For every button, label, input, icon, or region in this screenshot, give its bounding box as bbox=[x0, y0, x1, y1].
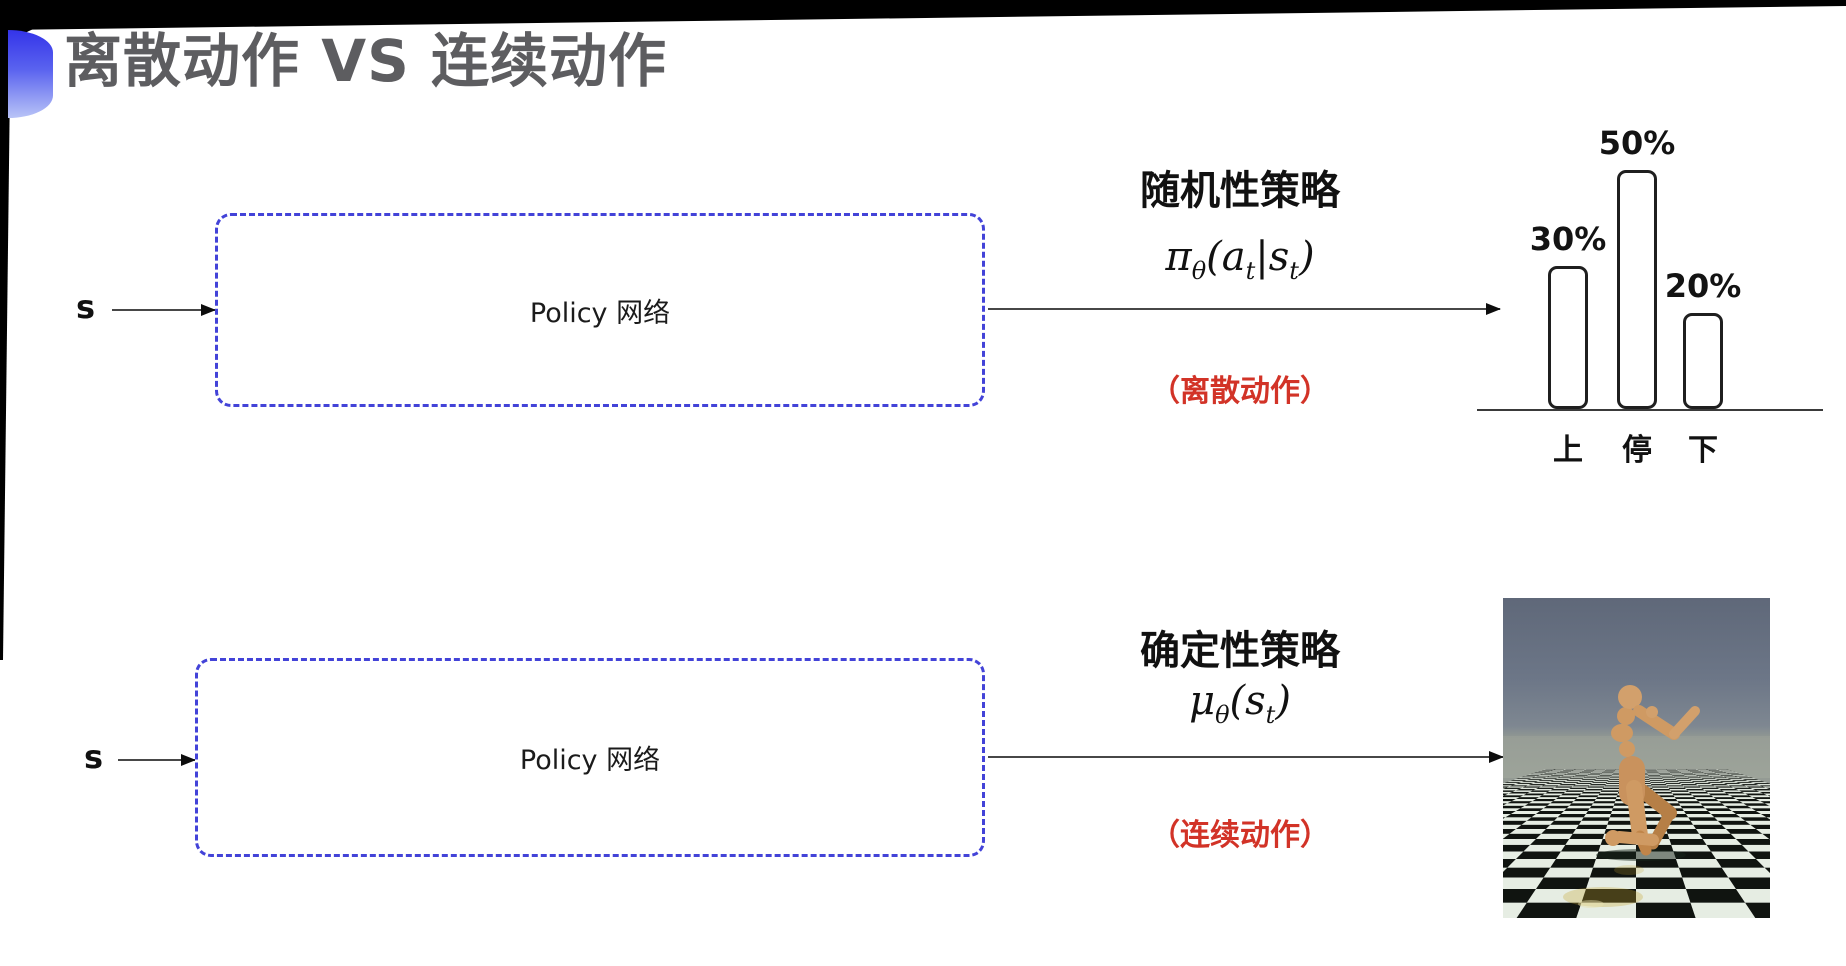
action-probability-chart: 30% 50% 20% 上 停 下 bbox=[1477, 118, 1823, 468]
formula-symbol: (a bbox=[1206, 234, 1246, 280]
head bbox=[1618, 685, 1642, 709]
forearm bbox=[1669, 706, 1700, 739]
formula-symbol: ) bbox=[1298, 234, 1315, 280]
bar-value-label: 50% bbox=[1598, 124, 1676, 162]
humanoid-simulation-image bbox=[1503, 598, 1770, 918]
frame-top-edge bbox=[0, 0, 1846, 30]
policy-type-label-top: 随机性策略 bbox=[1140, 168, 1340, 214]
formula-subscript: θ bbox=[1191, 257, 1207, 285]
policy-box-label-bottom: Policy 网络 bbox=[519, 745, 661, 776]
policy-box-label-top: Policy 网络 bbox=[529, 297, 671, 329]
bar-group-stop: 50% bbox=[1599, 124, 1675, 409]
mid-torso bbox=[1611, 724, 1633, 742]
formula-symbol: |s bbox=[1255, 234, 1290, 280]
bar-value-label: 30% bbox=[1529, 220, 1607, 258]
humanoid-simulation-render bbox=[1503, 685, 1770, 918]
floor-glint bbox=[1578, 900, 1604, 908]
bar-group-down: 20% bbox=[1665, 267, 1741, 409]
action-type-note-bottom: （连续动作） bbox=[1150, 818, 1330, 853]
bar-group-up: 30% bbox=[1530, 220, 1606, 409]
figure-shadow bbox=[1596, 849, 1686, 861]
front-calf bbox=[1613, 831, 1659, 846]
state-label-top: s bbox=[76, 288, 96, 326]
formula-subscript: t bbox=[1265, 701, 1276, 729]
foot bbox=[1605, 830, 1621, 846]
title-accent-icon bbox=[8, 30, 53, 118]
front-thigh bbox=[1626, 780, 1648, 844]
lower-torso bbox=[1619, 741, 1635, 757]
floor-reflection bbox=[1614, 865, 1644, 875]
formula-symbol: π bbox=[1165, 234, 1192, 280]
formula-subscript: t bbox=[1245, 257, 1256, 285]
bar bbox=[1548, 266, 1588, 409]
floor-reflection bbox=[1563, 887, 1643, 907]
formula-symbol: μ bbox=[1189, 678, 1216, 724]
bar bbox=[1617, 170, 1657, 409]
bar-category-label: 上 bbox=[1553, 433, 1583, 468]
output-arrow-bottom bbox=[988, 751, 1504, 763]
hand bbox=[1646, 706, 1658, 718]
bar bbox=[1683, 313, 1723, 409]
policy-network-box-bottom: Policy 网络 bbox=[195, 658, 985, 857]
formula-subscript: θ bbox=[1215, 701, 1230, 729]
humanoid-figure bbox=[1563, 685, 1700, 908]
formula-subscript: t bbox=[1289, 257, 1299, 285]
policy-formula-top: πθ(at|st) bbox=[1070, 234, 1410, 285]
upper-torso bbox=[1617, 707, 1635, 725]
page-title: 离散动作 VS 连续动作 bbox=[64, 27, 668, 95]
input-arrow-top bbox=[112, 304, 216, 316]
policy-formula-bottom: μθ(st) bbox=[1070, 678, 1410, 729]
policy-type-label-bottom: 确定性策略 bbox=[1140, 628, 1340, 674]
policy-network-box-top: Policy 网络 bbox=[215, 213, 985, 407]
upper-arm bbox=[1633, 705, 1680, 740]
back-thigh bbox=[1634, 783, 1677, 820]
input-arrow-bottom bbox=[118, 754, 196, 766]
formula-symbol: (s bbox=[1229, 678, 1266, 724]
chart-baseline bbox=[1477, 409, 1823, 411]
bar-value-label: 20% bbox=[1664, 267, 1742, 305]
action-type-note-top: （离散动作） bbox=[1150, 374, 1330, 409]
formula-symbol: ) bbox=[1275, 678, 1291, 724]
bar-category-label: 停 bbox=[1622, 433, 1652, 468]
bar-category-label: 下 bbox=[1688, 433, 1718, 468]
state-label-bottom: s bbox=[84, 738, 104, 776]
output-arrow-top bbox=[988, 303, 1501, 315]
